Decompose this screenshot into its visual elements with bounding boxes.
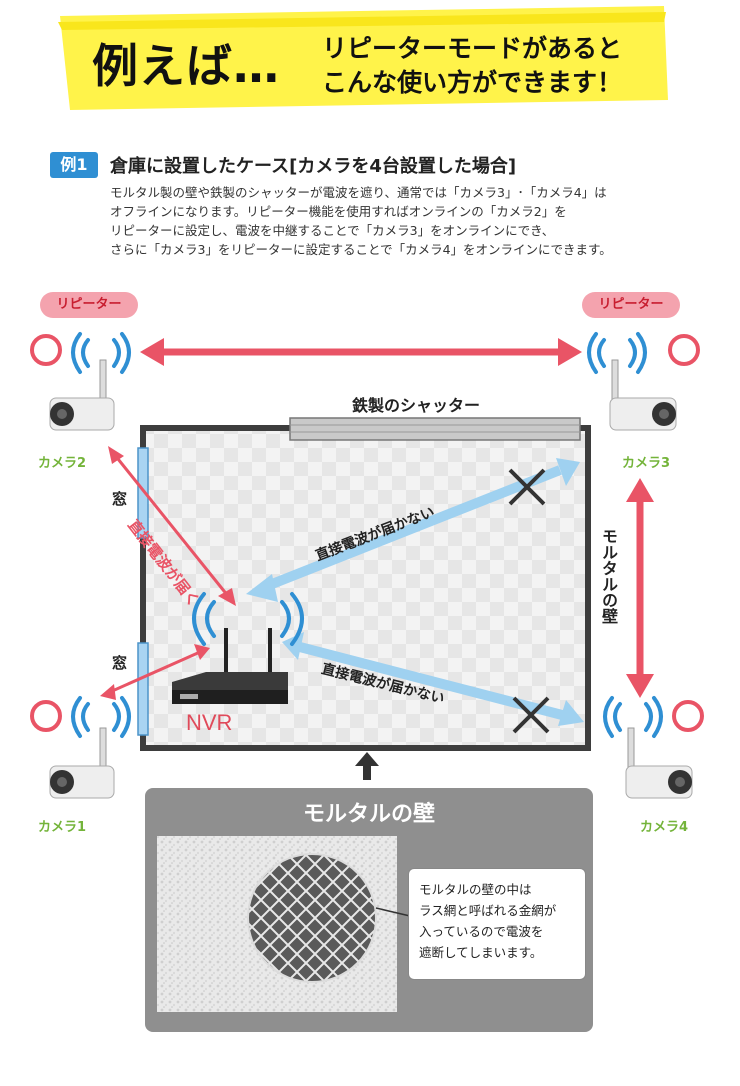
description-line: さらに「カメラ3」をリピーターに設定することで「カメラ4」をオンラインにできます… bbox=[110, 242, 612, 257]
callout-line: モルタルの壁の中は bbox=[419, 882, 532, 897]
repeater-link-arrow-right bbox=[626, 478, 654, 698]
camera-3 bbox=[609, 359, 677, 431]
callout-line: ラス網と呼ばれる金網が bbox=[419, 903, 557, 918]
blocked-x-mark-2 bbox=[512, 696, 550, 734]
camera-2-label: カメラ2 bbox=[38, 456, 87, 471]
camera-4 bbox=[625, 727, 693, 799]
camera-1-wifi-icon bbox=[71, 696, 131, 738]
repeater-link-arrow-top bbox=[140, 338, 582, 366]
nvr-label: NVR bbox=[186, 710, 233, 735]
camera-2-wifi-icon bbox=[71, 332, 131, 374]
headline-banner bbox=[58, 6, 668, 110]
camera-1 bbox=[49, 727, 115, 799]
camera-3-label: カメラ3 bbox=[622, 456, 671, 471]
blocked-x-mark-1 bbox=[508, 468, 546, 506]
callout-line: 入っているので電波を bbox=[419, 924, 544, 939]
camera-3-wifi-icon bbox=[587, 332, 647, 374]
mesh-magnifier bbox=[247, 853, 377, 983]
mortar-wall-side-label: モルタルの壁 bbox=[599, 528, 618, 624]
steel-shutter bbox=[289, 417, 581, 441]
camera-1-label: カメラ1 bbox=[38, 820, 87, 835]
example-description: モルタル製の壁や鉄製のシャッターが電波を遮り、通常では「カメラ3」･「カメラ4」… bbox=[110, 183, 730, 259]
camera-4-online-circle bbox=[672, 700, 704, 732]
headline-sub-line2: こんな使い方ができます！ bbox=[322, 68, 623, 97]
example-title: 倉庫に設置したケース[カメラを4台設置した場合] bbox=[110, 156, 517, 177]
example-badge: 例1 bbox=[50, 152, 98, 178]
description-line: リピーターに設定し、電波を中継することで「カメラ3」をオンラインにでき、 bbox=[110, 223, 555, 238]
window-bottom-label: 窓 bbox=[112, 654, 128, 672]
mortar-callout: モルタルの壁の中は ラス網と呼ばれる金網が 入っているので電波を 遮断してしまい… bbox=[408, 868, 586, 980]
window-top-label: 窓 bbox=[112, 490, 128, 508]
camera-2 bbox=[49, 359, 115, 431]
direct-arrow-cam2 bbox=[108, 446, 236, 606]
nvr-wifi-icon bbox=[192, 592, 304, 646]
window-top bbox=[137, 447, 149, 539]
shutter-label: 鉄製のシャッター bbox=[352, 396, 481, 415]
headline-sub-line1: リピーターモードがあると bbox=[322, 34, 623, 63]
description-line: モルタル製の壁や鉄製のシャッターが電波を遮り、通常では「カメラ3」･「カメラ4」… bbox=[110, 185, 607, 200]
headline-sub: リピーターモードがあると こんな使い方ができます！ bbox=[322, 32, 622, 100]
headline-main: 例えば… bbox=[92, 39, 280, 93]
repeater-label-left: リピーター bbox=[40, 292, 138, 318]
nvr-device bbox=[172, 628, 288, 704]
repeater-label-right: リピーター bbox=[582, 292, 680, 318]
callout-pointer bbox=[375, 907, 411, 917]
blocked-arrow-cam3 bbox=[246, 458, 580, 602]
camera-2-online-circle bbox=[30, 334, 62, 366]
camera-3-online-circle bbox=[668, 334, 700, 366]
camera-4-wifi-icon bbox=[603, 696, 663, 738]
panel-pointer-arrow bbox=[355, 752, 379, 780]
window-bottom bbox=[137, 642, 149, 736]
description-line: オフラインになります。リピーター機能を使用すればオンラインの「カメラ2」を bbox=[110, 204, 567, 219]
mortar-panel-title: モルタルの壁 bbox=[302, 802, 435, 827]
camera-4-label: カメラ4 bbox=[640, 820, 689, 835]
camera-1-online-circle bbox=[30, 700, 62, 732]
direct-arrow-cam1 bbox=[100, 644, 210, 700]
callout-line: 遮断してしまいます。 bbox=[419, 945, 543, 960]
